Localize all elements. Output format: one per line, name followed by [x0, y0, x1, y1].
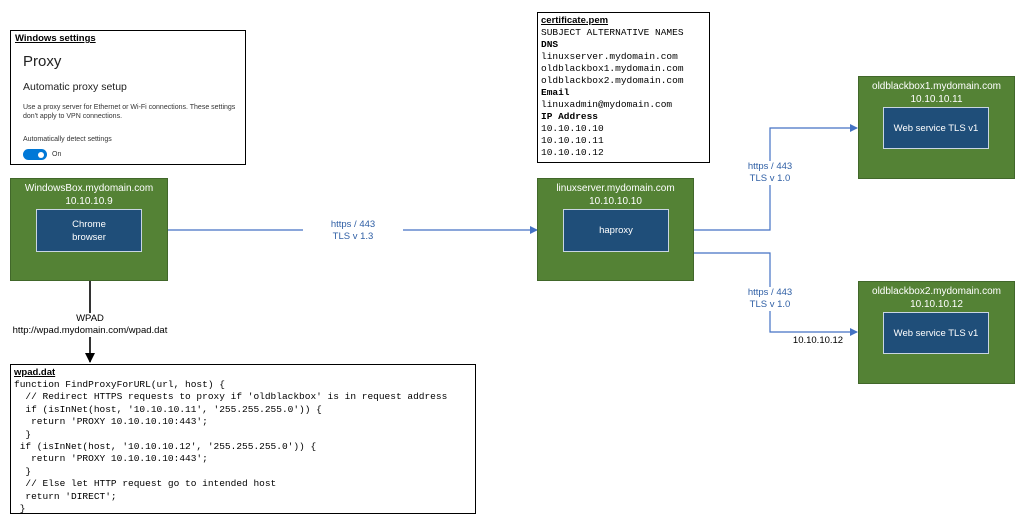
ip-entry: 10.10.10.11: [541, 135, 604, 146]
dns-heading: DNS: [541, 39, 559, 50]
email-entry: linuxadmin@mydomain.com: [541, 99, 673, 110]
oldblackbox2-web-service-node: Web service TLS v1: [883, 312, 989, 354]
wpad-code-line: // Else let HTTP request go to intended …: [14, 478, 277, 490]
main-proto-label: https / 443: [330, 219, 376, 230]
haproxy-node: haproxy: [563, 209, 669, 252]
windowsbox-ip: 10.10.10.9: [65, 196, 113, 207]
main-connection-label: https / 443 TLS v 1.3: [303, 219, 403, 243]
oldblackbox1-name: oldblackbox1.mydomain.com: [872, 81, 1001, 92]
dns-entry: linuxserver.mydomain.com: [541, 51, 678, 62]
chrome-label-line1: Chrome: [72, 218, 106, 230]
proxy-title: Proxy: [23, 53, 62, 70]
san-heading: SUBJECT ALTERNATIVE NAMES: [541, 27, 684, 38]
oldblackbox2-name: oldblackbox2.mydomain.com: [872, 286, 1001, 297]
wpad-code-line: // Redirect HTTPS requests to proxy if '…: [14, 391, 448, 403]
upper-connection-label: https / 443 TLS v 1.0: [730, 161, 810, 185]
main-tls-label: TLS v 1.3: [332, 231, 374, 242]
windows-settings-panel: Windows settings Proxy Automatic proxy s…: [10, 30, 246, 165]
upper-proto-label: https / 443: [747, 161, 793, 172]
wpad-label: WPAD: [76, 313, 104, 324]
windowsbox-name: WindowsBox.mydomain.com: [24, 183, 154, 194]
wpad-url-label: http://wpad.mydomain.com/wpad.dat: [12, 325, 168, 336]
lower-tls-label: TLS v 1.0: [749, 299, 791, 310]
wpad-code-line: return 'PROXY 10.10.10.10:443';: [14, 416, 208, 428]
wpad-code-line: if (isInNet(host, '10.10.10.12', '255.25…: [14, 441, 317, 453]
wpad-code-line: }: [14, 428, 32, 440]
dns-entry: oldblackbox1.mydomain.com: [541, 63, 684, 74]
wpad-code-line: return 'PROXY 10.10.10.10:443';: [14, 453, 208, 465]
oldblackbox2-ip: 10.10.10.12: [910, 299, 963, 310]
wpad-request-label: WPAD http://wpad.mydomain.com/wpad.dat: [0, 313, 180, 337]
wpad-code-line: }: [14, 503, 26, 515]
proxy-description-line1: Use a proxy server for Ethernet or Wi-Fi…: [23, 104, 236, 111]
toggle-knob: [38, 151, 44, 158]
auto-detect-label: Automatically detect settings: [23, 136, 112, 143]
automatic-proxy-setup-heading: Automatic proxy setup: [23, 81, 127, 93]
oldblackbox1-ip: 10.10.10.11: [910, 94, 963, 105]
wpad-file-header: wpad.dat: [14, 367, 56, 378]
wpad-code-line: function FindProxyForURL(url, host) {: [14, 379, 225, 390]
toggle-state-label: On: [52, 151, 62, 158]
oldblackbox2-web-service-label: Web service TLS v1: [893, 327, 979, 339]
haproxy-label: haproxy: [599, 225, 633, 236]
oldblackbox1-web-service-label: Web service TLS v1: [893, 122, 979, 134]
wpad-file-panel: wpad.dat function FindProxyForURL(url, h…: [10, 364, 476, 514]
lower-proto-label: https / 443: [747, 287, 793, 298]
linuxserver-ip: 10.10.10.10: [589, 196, 642, 207]
certificate-panel: certificate.pem SUBJECT ALTERNATIVE NAME…: [537, 12, 710, 163]
ip-entry: 10.10.10.10: [541, 123, 604, 134]
chrome-label-line2: browser: [72, 231, 106, 243]
dns-entry: oldblackbox2.mydomain.com: [541, 75, 684, 86]
proxy-description-line2: don't apply to VPN connections.: [23, 113, 123, 120]
wpad-code-line: return 'DIRECT';: [14, 490, 117, 502]
wpad-code: function FindProxyForURL(url, host) { //…: [14, 379, 475, 515]
upper-tls-label: TLS v 1.0: [749, 173, 791, 184]
ip-heading: IP Address: [541, 111, 599, 122]
lower-connection-label: https / 443 TLS v 1.0: [730, 287, 810, 311]
email-heading: Email: [541, 87, 570, 98]
windows-settings-header: Windows settings: [15, 33, 96, 44]
oldblackbox1-web-service-node: Web service TLS v1: [883, 107, 989, 149]
lower-destination-ip-label: 10.10.10.12: [792, 335, 844, 346]
linuxserver-name: linuxserver.mydomain.com: [556, 183, 675, 194]
wpad-code-line: }: [14, 465, 32, 477]
chrome-browser-node: Chrome browser: [36, 209, 142, 252]
ip-entry: 10.10.10.12: [541, 147, 604, 158]
auto-detect-toggle[interactable]: [23, 149, 47, 160]
wpad-code-line: if (isInNet(host, '10.10.10.11', '255.25…: [14, 403, 322, 415]
certificate-header: certificate.pem: [541, 15, 609, 26]
